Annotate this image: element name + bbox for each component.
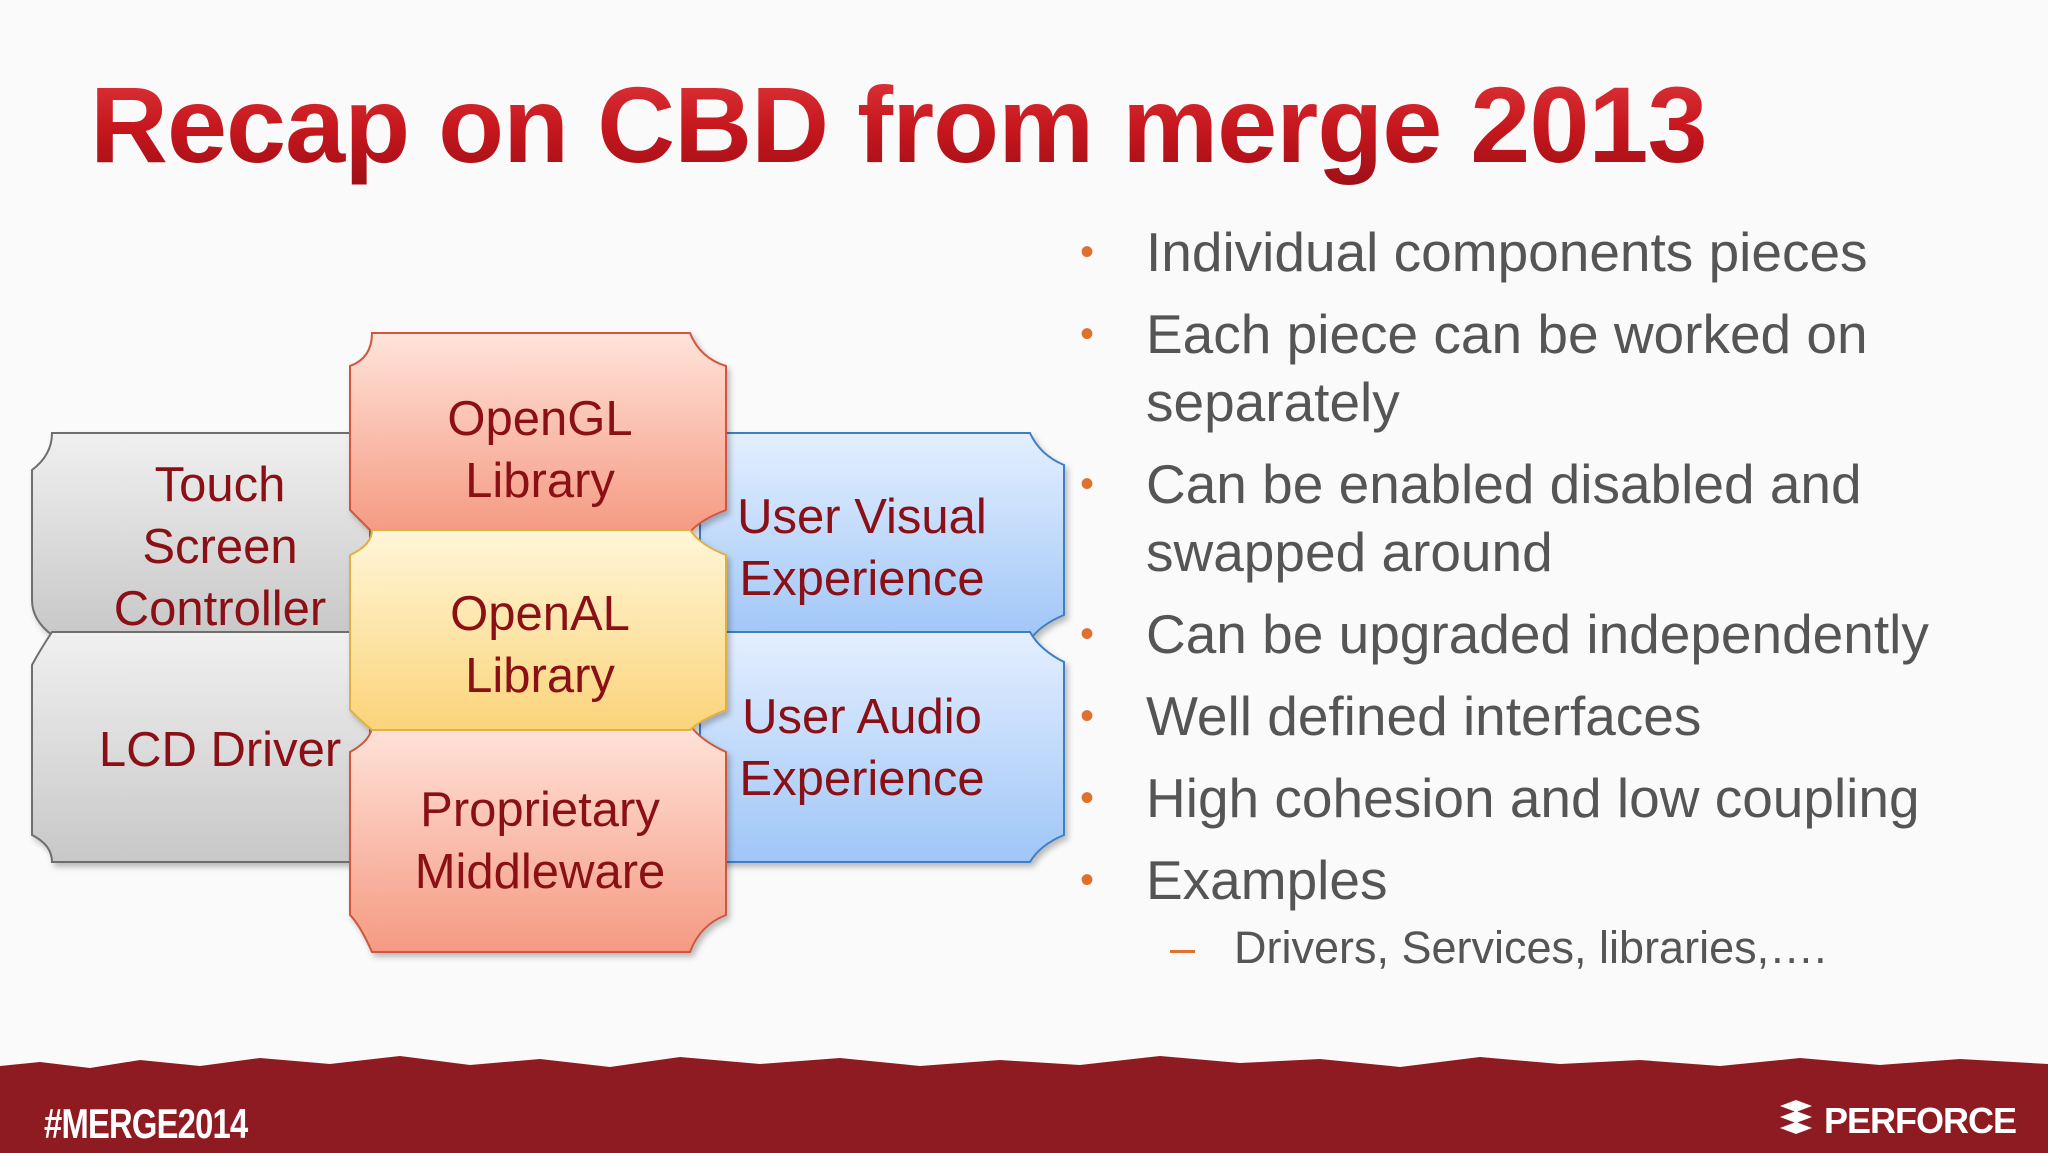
slide-title: Recap on CBD from merge 2013: [90, 64, 1708, 185]
bullet-list: • Individual components pieces • Each pi…: [1078, 218, 2028, 978]
perforce-chevrons-icon: [1776, 1098, 1816, 1145]
visual-label-line1: User Visual: [737, 490, 987, 544]
bullet-item: • Well defined interfaces: [1078, 682, 2028, 750]
bullet-dot: •: [1080, 858, 1095, 902]
bullet-dot: •: [1080, 312, 1095, 356]
opengl-label-line1: OpenGL: [447, 392, 633, 446]
lcd-piece: [31, 631, 371, 863]
middleware-piece: [349, 724, 727, 953]
middleware-label-line2: Middleware: [414, 845, 666, 899]
bullet-text: High cohesion and low coupling: [1146, 767, 1920, 829]
torn-edge: [0, 1056, 2048, 1078]
openal-piece: [349, 529, 727, 731]
logo-text: PERFORCE: [1824, 1100, 2017, 1141]
visual-label: User Visual Experience: [712, 483, 1012, 613]
component-diagram: Touch Screen Controller LCD Driver OpenG…: [0, 0, 1080, 1000]
bullet-text-continued: separately: [1146, 371, 1400, 433]
audio-label-line2: Experience: [739, 752, 985, 806]
puzzle-shapes: [31, 332, 1065, 953]
openal-label-line2: Library: [465, 649, 615, 703]
sub-bullet-dash: –: [1170, 922, 1196, 973]
bullet-text: Examples: [1146, 849, 1388, 911]
bullet-dot: •: [1080, 776, 1095, 820]
opengl-label: OpenGL Library: [372, 385, 708, 515]
bullet-item: • Can be enabled disabled and swapped ar…: [1078, 450, 2028, 586]
audio-label-line1: User Audio: [742, 690, 982, 744]
lcd-label: LCD Driver: [60, 705, 380, 795]
openal-label-line1: OpenAL: [450, 587, 630, 641]
visual-label-line2: Experience: [739, 552, 985, 606]
bullet-dot: •: [1080, 230, 1095, 274]
bullet-text-continued: swapped around: [1146, 521, 1553, 583]
footer-bar: [0, 1056, 2048, 1153]
touch-label-line1: Touch: [154, 458, 286, 512]
touch-label-line2: Screen: [142, 520, 298, 574]
openal-label: OpenAL Library: [372, 580, 708, 710]
bullet-text: Can be enabled disabled and: [1146, 453, 1862, 515]
bullet-text: Each piece can be worked on: [1146, 303, 1868, 365]
bullet-dot: •: [1080, 612, 1095, 656]
bullet-text: Individual components pieces: [1146, 221, 1868, 283]
bullet-dot: •: [1080, 694, 1095, 738]
middleware-label-line1: Proprietary: [420, 783, 660, 837]
touch-label: Touch Screen Controller: [60, 452, 380, 642]
bullet-item: • Can be upgraded independently: [1078, 600, 2028, 668]
audio-label: User Audio Experience: [712, 683, 1012, 813]
bullet-text: Well defined interfaces: [1146, 685, 1702, 747]
perforce-logo: PERFORCE: [1776, 1098, 2017, 1145]
bullet-dot: •: [1080, 462, 1095, 506]
touch-label-line3: Controller: [113, 582, 327, 636]
bullet-item: • Individual components pieces: [1078, 218, 2028, 286]
lcd-label-text: LCD Driver: [98, 723, 342, 777]
bullet-item: • Each piece can be worked on separately: [1078, 300, 2028, 436]
opengl-label-line2: Library: [465, 454, 615, 508]
bullet-item: • Examples: [1078, 846, 2028, 914]
bullet-item: • High cohesion and low coupling: [1078, 764, 2028, 832]
sub-bullet-text: Drivers, Services, libraries,….: [1234, 922, 1827, 973]
sub-bullet-item: – Drivers, Services, libraries,….: [1078, 918, 2028, 978]
audio-piece: [699, 631, 1065, 863]
hashtag-label: #MERGE2014: [44, 1100, 248, 1147]
middleware-label: Proprietary Middleware: [372, 776, 708, 906]
bullet-text: Can be upgraded independently: [1146, 603, 1929, 665]
